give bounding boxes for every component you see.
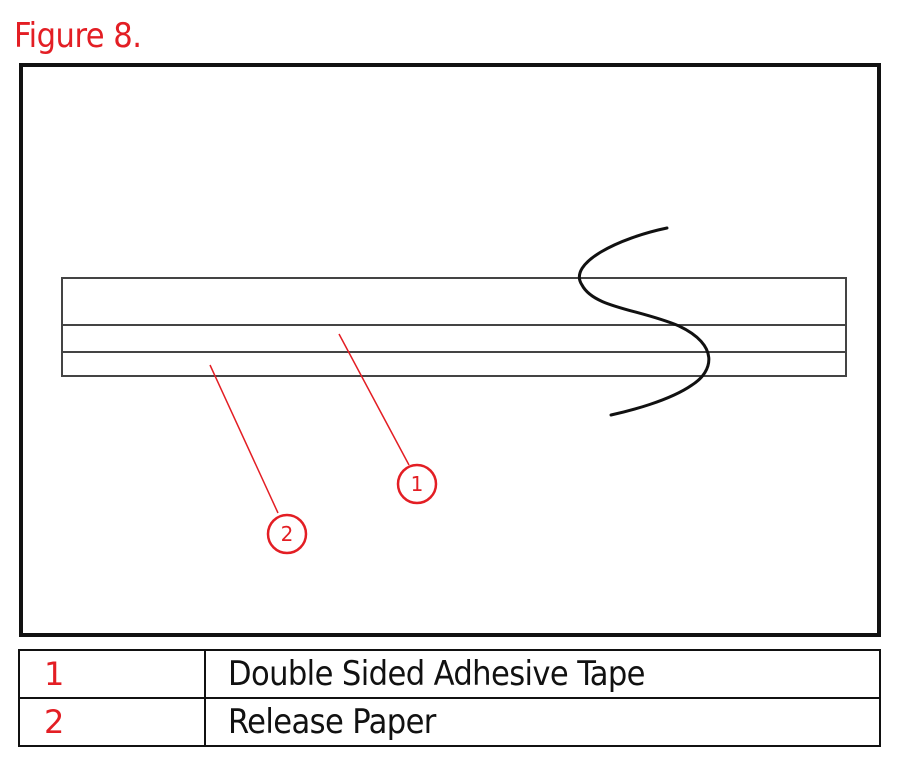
leader-line-1 xyxy=(338,333,410,466)
callout-2-number: 2 xyxy=(281,522,294,546)
callout-1: 1 xyxy=(396,463,438,505)
leader-line-2 xyxy=(209,364,279,514)
callout-1-number: 1 xyxy=(411,472,424,496)
legend-row: 1 Double Sided Adhesive Tape xyxy=(18,649,881,699)
legend-description: Double Sided Adhesive Tape xyxy=(204,649,881,699)
callout-2-circle xyxy=(266,513,308,555)
legend-description: Release Paper xyxy=(204,697,881,747)
break-line xyxy=(578,226,711,417)
tape-outline xyxy=(61,277,847,377)
tape-strip xyxy=(61,277,847,377)
tape-diagram: 1 2 xyxy=(61,226,847,555)
callout-2: 2 xyxy=(266,513,308,555)
legend-table: 1 Double Sided Adhesive Tape 2 Release P… xyxy=(18,649,881,747)
legend-row: 2 Release Paper xyxy=(18,697,881,747)
legend-number: 1 xyxy=(18,649,206,699)
figure-title: Figure 8. xyxy=(14,16,142,56)
legend-number: 2 xyxy=(18,697,206,747)
diagram-frame: 1 2 xyxy=(19,63,881,637)
callout-1-circle xyxy=(396,463,438,505)
